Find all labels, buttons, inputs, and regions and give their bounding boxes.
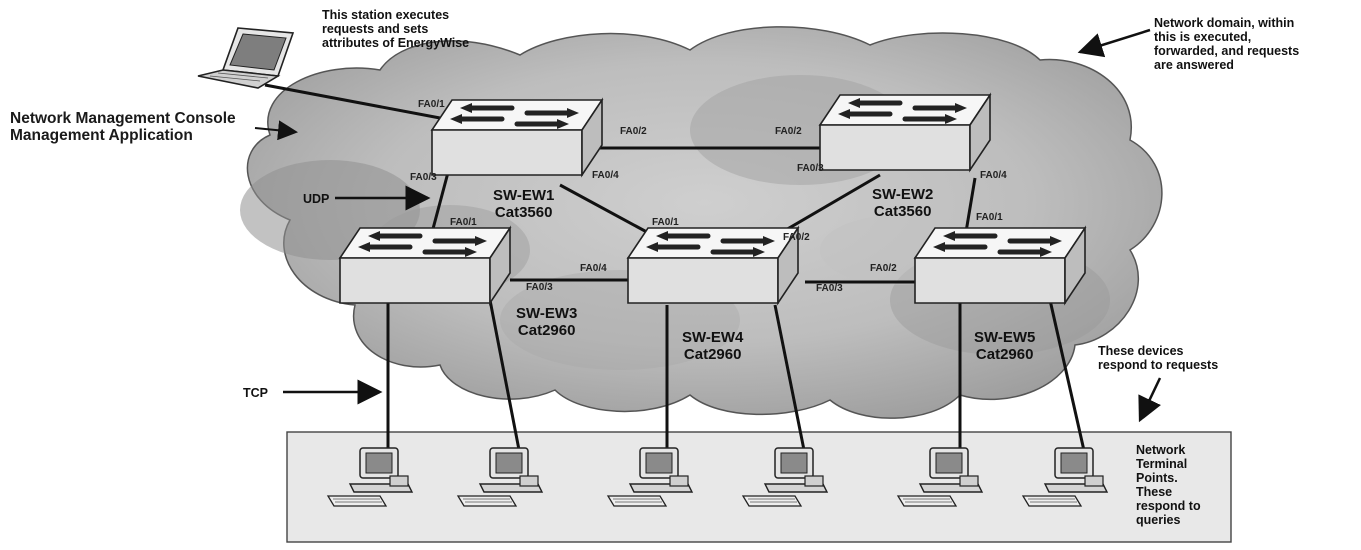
terminal-links: [386, 299, 1087, 456]
terminals-note-line: queries: [1136, 513, 1181, 527]
port-label: FA0/4: [980, 170, 1007, 181]
station-note: This station executes requests and sets …: [322, 8, 469, 50]
switch-sw-ew2-label: SW-EW2 Cat3560: [872, 186, 934, 221]
switch-model: Cat3560: [873, 202, 932, 220]
port-label: FA0/3: [526, 282, 553, 293]
devices-note-line: respond to requests: [1098, 358, 1219, 372]
laptop-icon[interactable]: [197, 27, 295, 89]
switch-name: SW-EW5: [974, 329, 1036, 346]
port-label: FA0/2: [870, 263, 897, 274]
switch-name: SW-EW2: [872, 186, 934, 203]
domain-note: Network domain, within this is executed,…: [1154, 16, 1299, 72]
switch-name: SW-EW4: [682, 329, 744, 346]
switch-model: Cat2960: [683, 345, 742, 363]
switch-name: SW-EW1: [493, 187, 555, 204]
domain-note-line: are answered: [1154, 58, 1234, 72]
switch-sw-ew3-label: SW-EW3 Cat2960: [516, 305, 578, 340]
switch-sw-ew1-label: SW-EW1 Cat3560: [493, 187, 555, 222]
terminals-note: Network Terminal Points. These respond t…: [1136, 443, 1201, 527]
station-note-line: This station executes: [322, 8, 450, 22]
terminals-note-line: These: [1136, 485, 1173, 499]
link-sw3-pc2: [488, 299, 522, 456]
devices-arrow: [1138, 377, 1162, 423]
port-label: FA0/4: [580, 263, 607, 274]
station-note-line: requests and sets: [322, 22, 429, 36]
devices-note-line: These devices: [1098, 344, 1184, 358]
terminals-note-line: respond to: [1136, 499, 1201, 513]
port-label: FA0/3: [816, 283, 843, 294]
port-label: FA0/2: [620, 126, 647, 137]
link-laptop-sw1: [264, 83, 441, 120]
switch-sw-ew3-icon[interactable]: [340, 228, 510, 303]
tcp-label: TCP: [243, 386, 268, 400]
switch-model: Cat3560: [494, 203, 553, 221]
switch-sw-ew5-label: SW-EW5 Cat2960: [974, 329, 1036, 364]
console-title: Network Management Console Management Ap…: [10, 110, 236, 145]
switch-sw-ew1-icon[interactable]: [432, 100, 602, 175]
domain-note-line: this is executed,: [1154, 30, 1252, 44]
port-label: FA0/1: [418, 99, 445, 110]
terminals-note-line: Points.: [1136, 471, 1178, 485]
port-label: FA0/1: [450, 217, 477, 228]
port-label: FA0/2: [775, 126, 802, 137]
port-label: FA0/3: [797, 163, 824, 174]
port-label: FA0/2: [783, 232, 810, 243]
switch-sw-ew2-icon[interactable]: [820, 95, 990, 170]
switch-sw-ew4-icon[interactable]: [628, 228, 798, 303]
devices-note: These devices respond to requests: [1098, 344, 1218, 372]
port-label: FA0/4: [592, 170, 619, 181]
link-sw4-pc4: [773, 304, 807, 456]
domain-note-line: forwarded, and requests: [1154, 44, 1300, 58]
domain-note-line: Network domain, within: [1154, 16, 1295, 30]
port-label: FA0/1: [652, 217, 679, 228]
domain-arrow: [1077, 28, 1151, 58]
console-arrow: [254, 120, 298, 141]
station-note-line: attributes of EnergyWise: [322, 36, 470, 50]
console-title-line: Network Management Console: [10, 110, 236, 127]
port-label: FA0/3: [410, 172, 437, 183]
switch-sw-ew5-icon[interactable]: [915, 228, 1085, 303]
udp-label: UDP: [303, 192, 330, 206]
port-label: FA0/1: [976, 212, 1003, 223]
terminals-note-line: Network: [1136, 443, 1186, 457]
switch-model: Cat2960: [975, 345, 1034, 363]
switch-model: Cat2960: [517, 321, 576, 339]
switch-name: SW-EW3: [516, 305, 578, 322]
switch-sw-ew4-label: SW-EW4 Cat2960: [682, 329, 744, 364]
console-title-line: Management Application: [10, 127, 193, 145]
terminals-note-line: Terminal: [1136, 457, 1188, 471]
link-sw5-pc6: [1048, 299, 1087, 456]
